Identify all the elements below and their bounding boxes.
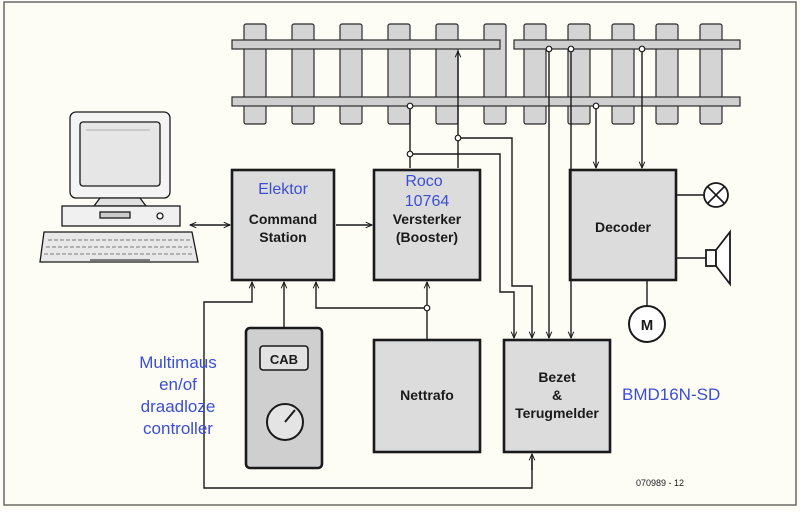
feedback-bus: [203, 282, 533, 489]
multimaus-line1: Multimaus: [139, 353, 216, 372]
roco-annotation-line2: 10764: [405, 193, 450, 210]
motor-icon: M: [628, 305, 666, 343]
lamp-icon: [703, 182, 729, 208]
roco-annotation-line1: Roco: [405, 173, 442, 190]
rail-bottom: [231, 96, 741, 107]
cab-handheld: CAB: [244, 326, 324, 470]
feed-2-to-bezet: [458, 137, 532, 338]
bmd-annotation: BMD16N-SD: [622, 385, 720, 404]
speaker-icon: [705, 229, 731, 287]
bezet-line3: Terugmelder: [515, 405, 599, 421]
bezet-terugmelder-block: Bezet & Terugmelder: [502, 338, 612, 454]
multimaus-line4: controller: [143, 419, 213, 438]
rail-top-right: [513, 39, 741, 50]
command-station-line1: Command: [249, 211, 317, 227]
figure-border: [3, 1, 797, 506]
bezet-line2: &: [552, 387, 562, 403]
knob-icon: [266, 403, 304, 441]
computer-icon: [39, 111, 199, 263]
nettrafo-to-command: [316, 282, 427, 309]
connections: [190, 49, 706, 489]
multimaus-line2: en/of: [159, 375, 197, 394]
rail-top-left: [231, 39, 501, 50]
booster-line2: (Booster): [396, 229, 458, 245]
decoder-label: Decoder: [595, 219, 652, 235]
multimaus-line3: draadloze: [141, 397, 216, 416]
decoder-block: Decoder: [568, 168, 678, 282]
booster-block: Versterker (Booster): [372, 168, 482, 282]
booster-line1: Versterker: [393, 211, 462, 227]
rail-track: [231, 23, 741, 125]
motor-label: M: [641, 317, 654, 334]
bezet-line1: Bezet: [538, 369, 576, 385]
command-station-block: Command Station: [230, 168, 336, 282]
cab-label: CAB: [270, 352, 298, 367]
junction-dots: [406, 45, 646, 312]
multimaus-annotation: Multimaus en/of draadloze controller: [139, 353, 216, 438]
nettrafo-block: Nettrafo: [372, 338, 482, 454]
nettrafo-label: Nettrafo: [400, 387, 454, 403]
elektor-annotation: Elektor: [258, 181, 308, 198]
feed-1-to-bezet: [410, 153, 514, 338]
figure-code: 070989 - 12: [636, 478, 684, 488]
cab-display: [259, 345, 309, 371]
command-station-line2: Station: [259, 229, 306, 245]
